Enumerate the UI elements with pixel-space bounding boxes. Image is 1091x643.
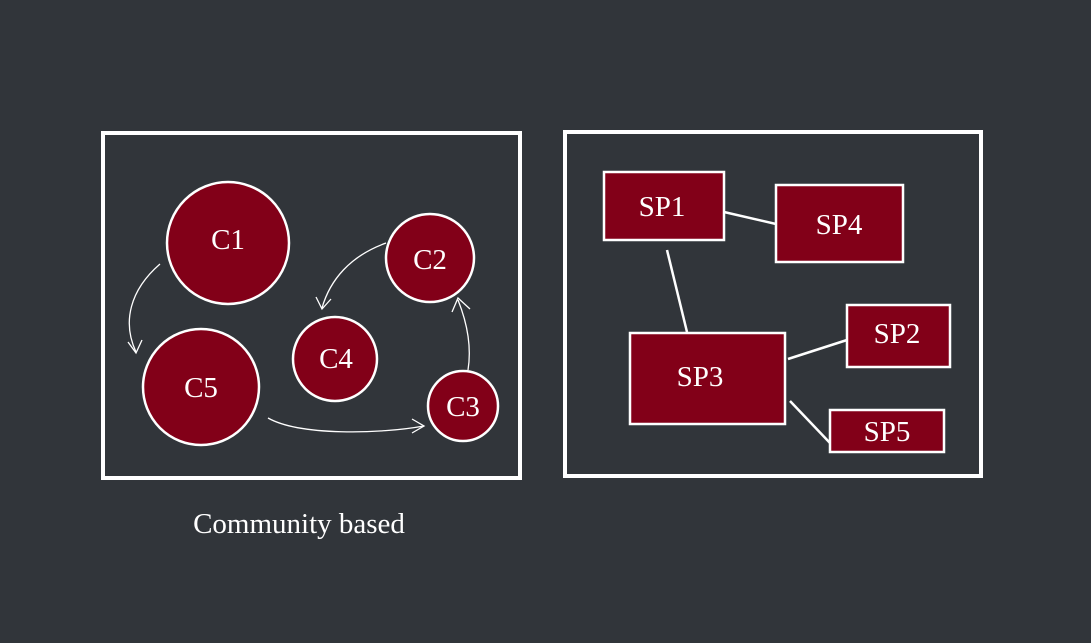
superpeer-node-sp4: SP4 xyxy=(774,183,905,264)
superpeer-node-sp4-box xyxy=(774,183,905,264)
link-sp1-sp4 xyxy=(723,210,777,226)
community-node-c5-circle xyxy=(141,327,261,447)
community-node-c4-circle xyxy=(291,315,379,403)
superpeer-node-sp3-label: SP3 xyxy=(677,361,724,393)
flow-c5-c3-arrowhead xyxy=(411,418,426,434)
community-node-c2-circle xyxy=(384,212,476,304)
superpeer-node-sp5-box xyxy=(828,408,946,454)
flow-c2-c4-arrowhead xyxy=(315,296,332,311)
community-node-c1-label: C1 xyxy=(211,224,245,256)
community-node-c1-circle xyxy=(165,180,291,306)
flow-c2-c4-curve xyxy=(321,242,387,309)
community-node-c1: C1 xyxy=(165,180,291,306)
flow-c1-c5-arrowhead xyxy=(127,339,143,355)
community-node-c3-circle xyxy=(426,369,500,443)
community-caption: Community based xyxy=(193,508,405,540)
flow-c1-c5-curve xyxy=(128,263,161,353)
flow-c3-to-c2 xyxy=(451,296,471,371)
community-node-c2: C2 xyxy=(384,212,476,304)
superpeer-node-sp5-label: SP5 xyxy=(864,416,911,448)
community-panel-frame xyxy=(101,131,522,480)
superpeer-node-sp1-box xyxy=(602,170,726,242)
flow-c3-c2-curve xyxy=(457,299,470,371)
flow-c5-c3-curve xyxy=(267,417,425,433)
superpeer-node-sp5: SP5 xyxy=(828,408,946,454)
link-sp3-sp5 xyxy=(789,400,831,444)
superpeer-panel-frame xyxy=(563,130,983,478)
community-node-c3-label: C3 xyxy=(446,391,480,423)
superpeer-node-sp4-label: SP4 xyxy=(816,209,863,241)
superpeer-node-sp1: SP1 xyxy=(602,170,726,242)
superpeer-node-sp2: SP2 xyxy=(845,303,952,369)
community-node-c4-label: C4 xyxy=(319,343,353,375)
community-node-c5-label: C5 xyxy=(184,372,218,404)
flow-c2-to-c4 xyxy=(315,242,387,311)
link-sp3-sp2 xyxy=(787,338,848,361)
link-sp1-sp3 xyxy=(665,249,689,333)
superpeer-node-sp3: SP3 xyxy=(628,331,787,426)
superpeer-node-sp3-box xyxy=(628,331,787,426)
community-node-c5: C5 xyxy=(141,327,261,447)
flow-c1-to-c5 xyxy=(127,263,161,355)
community-node-c4: C4 xyxy=(291,315,379,403)
flow-c5-to-c3 xyxy=(267,417,426,434)
superpeer-node-sp1-label: SP1 xyxy=(639,191,686,223)
superpeer-node-sp2-box xyxy=(845,303,952,369)
flow-c3-c2-arrowhead xyxy=(451,296,471,313)
superpeer-node-sp2-label: SP2 xyxy=(874,318,921,350)
community-node-c2-label: C2 xyxy=(413,244,447,276)
community-panel: C1 C2 C4 C5 C3 xyxy=(101,131,522,480)
community-node-c3: C3 xyxy=(426,369,500,443)
superpeer-panel: SP1 SP4 SP3 SP2 SP5 xyxy=(563,130,983,478)
